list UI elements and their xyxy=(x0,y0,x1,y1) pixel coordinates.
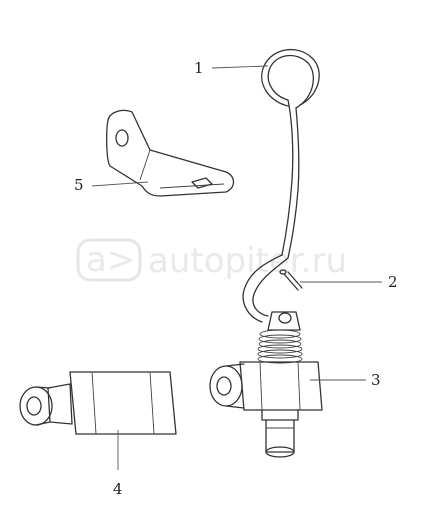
callouts: 1 2 3 4 5 xyxy=(74,59,398,498)
part-3-spring xyxy=(257,329,303,364)
leader-1 xyxy=(211,65,269,69)
part-2-pin xyxy=(279,269,303,291)
leader-lines xyxy=(91,65,382,470)
callout-4: 4 xyxy=(113,480,123,498)
callout-2: 2 xyxy=(388,273,398,291)
callout-1: 1 xyxy=(194,59,204,77)
part-4-hex-adapter xyxy=(19,371,177,435)
callout-3: 3 xyxy=(371,371,381,389)
part-1-hook-rod xyxy=(242,48,320,323)
callout-5: 5 xyxy=(74,176,84,194)
part-5-bracket xyxy=(106,109,235,197)
watermark: a> autopiter.ru xyxy=(76,238,347,282)
leader-5 xyxy=(91,181,149,187)
watermark-text: autopiter.ru xyxy=(148,241,347,281)
watermark-logo-glyph: a> xyxy=(86,240,135,280)
part-3-valve-body xyxy=(209,311,323,458)
watermark-logo-icon: a> xyxy=(76,238,142,282)
